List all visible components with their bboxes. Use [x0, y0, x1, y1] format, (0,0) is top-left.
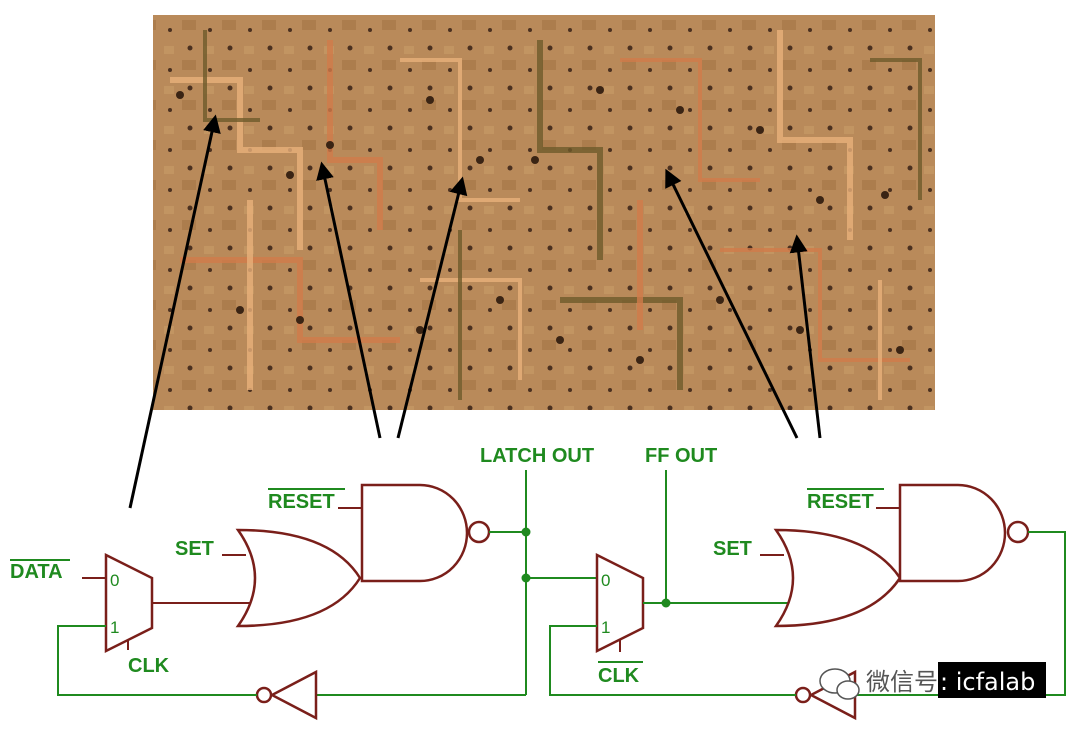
die-via — [881, 191, 889, 199]
mux-1-input-1: 1 — [110, 618, 119, 637]
die-trace — [327, 40, 383, 230]
die-trace — [777, 30, 853, 240]
die-via — [716, 296, 724, 304]
die-via — [286, 171, 294, 179]
pointer-arrows — [128, 114, 822, 509]
data-bar-label: DATA — [10, 561, 63, 583]
die-trace — [170, 77, 303, 250]
die-via — [531, 156, 539, 164]
die-via — [236, 306, 244, 314]
watermark-id: : icfalab — [940, 668, 1035, 696]
latch-out-label: LATCH OUT — [480, 445, 594, 467]
die-trace — [537, 40, 603, 260]
reset-1-label: RESET — [268, 491, 335, 513]
watermark: 微信号 : icfalab — [819, 662, 1046, 700]
die-via — [676, 106, 684, 114]
mux-2: 0 1 — [595, 552, 645, 654]
die-trace — [560, 297, 683, 390]
mux-1: 0 1 — [104, 552, 154, 654]
or-gate-2 — [773, 528, 902, 628]
nand-gate-1 — [360, 483, 491, 583]
die-trace — [620, 58, 760, 182]
set-2-label: SET — [713, 538, 752, 560]
clk-label: CLK — [128, 655, 170, 677]
die-via — [636, 356, 644, 364]
die-via — [596, 86, 604, 94]
die-trace — [870, 58, 922, 200]
set-1-label: SET — [175, 538, 214, 560]
die-via — [326, 141, 334, 149]
die-via — [416, 326, 424, 334]
wechat-icon — [819, 668, 860, 700]
die-trace — [420, 278, 522, 380]
die-via — [556, 336, 564, 344]
die-via — [756, 126, 764, 134]
die-via — [496, 296, 504, 304]
watermark-prefix: 微信号 — [866, 668, 938, 696]
die-via — [796, 326, 804, 334]
mux-2-input-0: 0 — [601, 571, 610, 590]
die-via — [476, 156, 484, 164]
reset-2-label: RESET — [807, 491, 874, 513]
die-micrograph — [153, 15, 935, 410]
ff-out-label: FF OUT — [645, 445, 717, 467]
inverter-1 — [255, 669, 318, 721]
clk-bar-label: CLK — [598, 665, 640, 687]
die-via — [176, 91, 184, 99]
mux-2-input-1: 1 — [601, 618, 610, 637]
die-via — [426, 96, 434, 104]
nand-gate-2 — [898, 483, 1030, 583]
die-trace — [720, 248, 910, 362]
or-gate-1 — [235, 528, 362, 628]
mux-1-input-0: 0 — [110, 571, 119, 590]
die-via — [896, 346, 904, 354]
die-trace — [180, 257, 400, 343]
die-via — [296, 316, 304, 324]
die-via — [816, 196, 824, 204]
die-trace — [400, 58, 520, 202]
